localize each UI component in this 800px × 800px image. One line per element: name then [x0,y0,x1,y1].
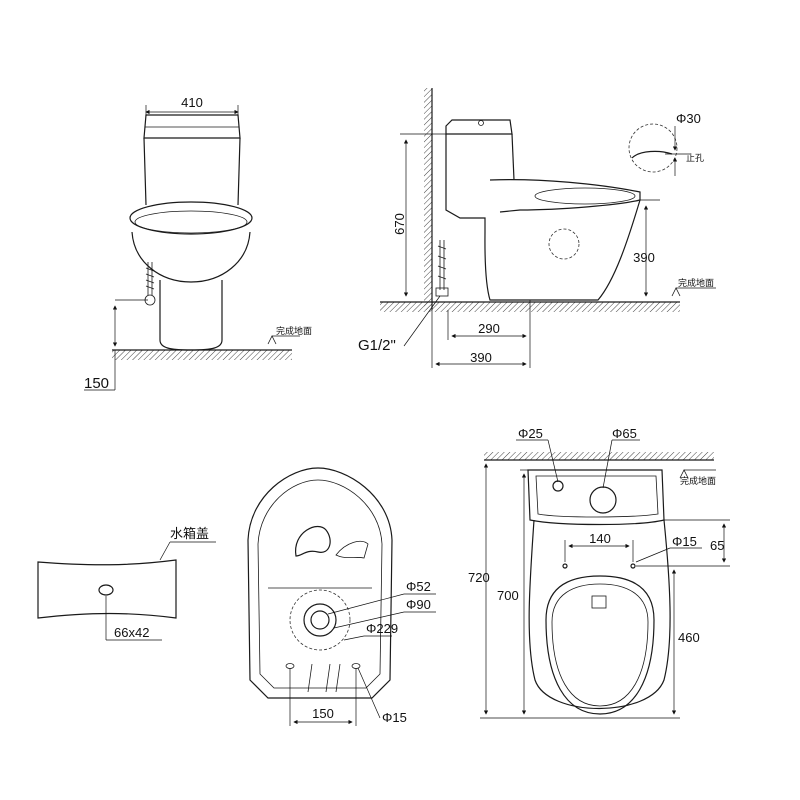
top-seat [545,575,655,715]
bottom-view: Φ52 Φ90 Φ229 150 Φ15 [247,467,436,726]
side-hole-label: Φ30 [676,111,701,126]
top-seat-hole-label: Φ15 [672,534,697,549]
front-floor-hatch [112,350,292,360]
front-tank-lid [143,114,241,139]
top-total-length-label: 720 [468,570,490,585]
side-hole-detail-curve [631,150,673,159]
front-tank-body [143,137,241,206]
side-hole-detail [628,123,678,173]
bottom-bolt-spacing-label: 150 [312,706,334,721]
bottom-outlet-label: Φ52 [406,579,431,594]
bottom-outlet-circle [310,610,330,630]
top-seat-hole-right [630,563,636,569]
side-bowl-height-label: 390 [633,250,655,265]
side-bowl [484,199,641,301]
side-depth-label: 390 [470,350,492,365]
top-seat-hole-offset-label: 65 [710,538,724,553]
lid-button-label: 66x42 [114,625,149,640]
side-seat [489,179,641,213]
side-detail-note: 止孔 [686,152,704,163]
side-tank-back [445,134,486,232]
side-inlet-label: G1/2" [358,337,396,354]
bottom-ring-circle [289,589,351,651]
front-height-label: 150 [84,375,109,392]
side-floor-note: 完成地面 [678,277,714,288]
bottom-bolt-hole-right [351,663,361,669]
side-rough-in-label: 290 [478,321,500,336]
bottom-bolt-label: Φ15 [382,710,407,725]
top-view: Φ25 Φ65 完成地面 140 Φ15 65 720 700 460 [468,426,730,719]
front-seat [129,201,253,235]
top-seat-hinge [591,595,607,609]
front-view: 410 150 完成地面 [84,95,312,392]
top-hole-1 [552,480,564,492]
lid-outline [37,559,177,619]
top-tank [527,469,665,526]
top-floor-note: 完成地面 [680,475,716,486]
top-seat-hole-left [562,563,568,569]
top-body [528,519,671,710]
top-hole-2 [589,486,617,514]
top-hole2-label: Φ65 [612,426,637,441]
front-width-label: 410 [181,95,203,110]
bottom-seal-label: Φ90 [406,597,431,612]
front-floor-note: 完成地面 [276,325,312,336]
lid-title: 水箱盖 [170,526,209,541]
side-tank-lid [445,119,513,135]
top-body-length-label: 700 [497,588,519,603]
side-tank-height-label: 670 [392,213,407,235]
top-wall-hatch [484,452,714,460]
lid-button [98,584,114,596]
top-seat-length-label: 460 [678,630,700,645]
top-hole1-label: Φ25 [518,426,543,441]
front-pedestal [159,280,223,351]
lid-view: 水箱盖 66x42 [37,526,216,641]
bottom-trapway [295,525,331,557]
bottom-ring-label: Φ229 [366,621,398,636]
front-water-hose [147,262,153,295]
side-wall-hatch [424,88,432,310]
front-bowl [131,231,251,283]
bottom-outer-outline [247,467,393,699]
side-detail-circle [548,228,580,260]
bottom-inner-outline [257,479,383,689]
side-tank-front [511,133,515,181]
bottom-seal-circle [303,603,337,637]
side-view: Φ30 止孔 670 390 完成地面 290 390 G1/2" [358,88,716,368]
bottom-bolt-hole-left [285,663,295,669]
top-seat-hole-spacing-label: 140 [589,531,611,546]
